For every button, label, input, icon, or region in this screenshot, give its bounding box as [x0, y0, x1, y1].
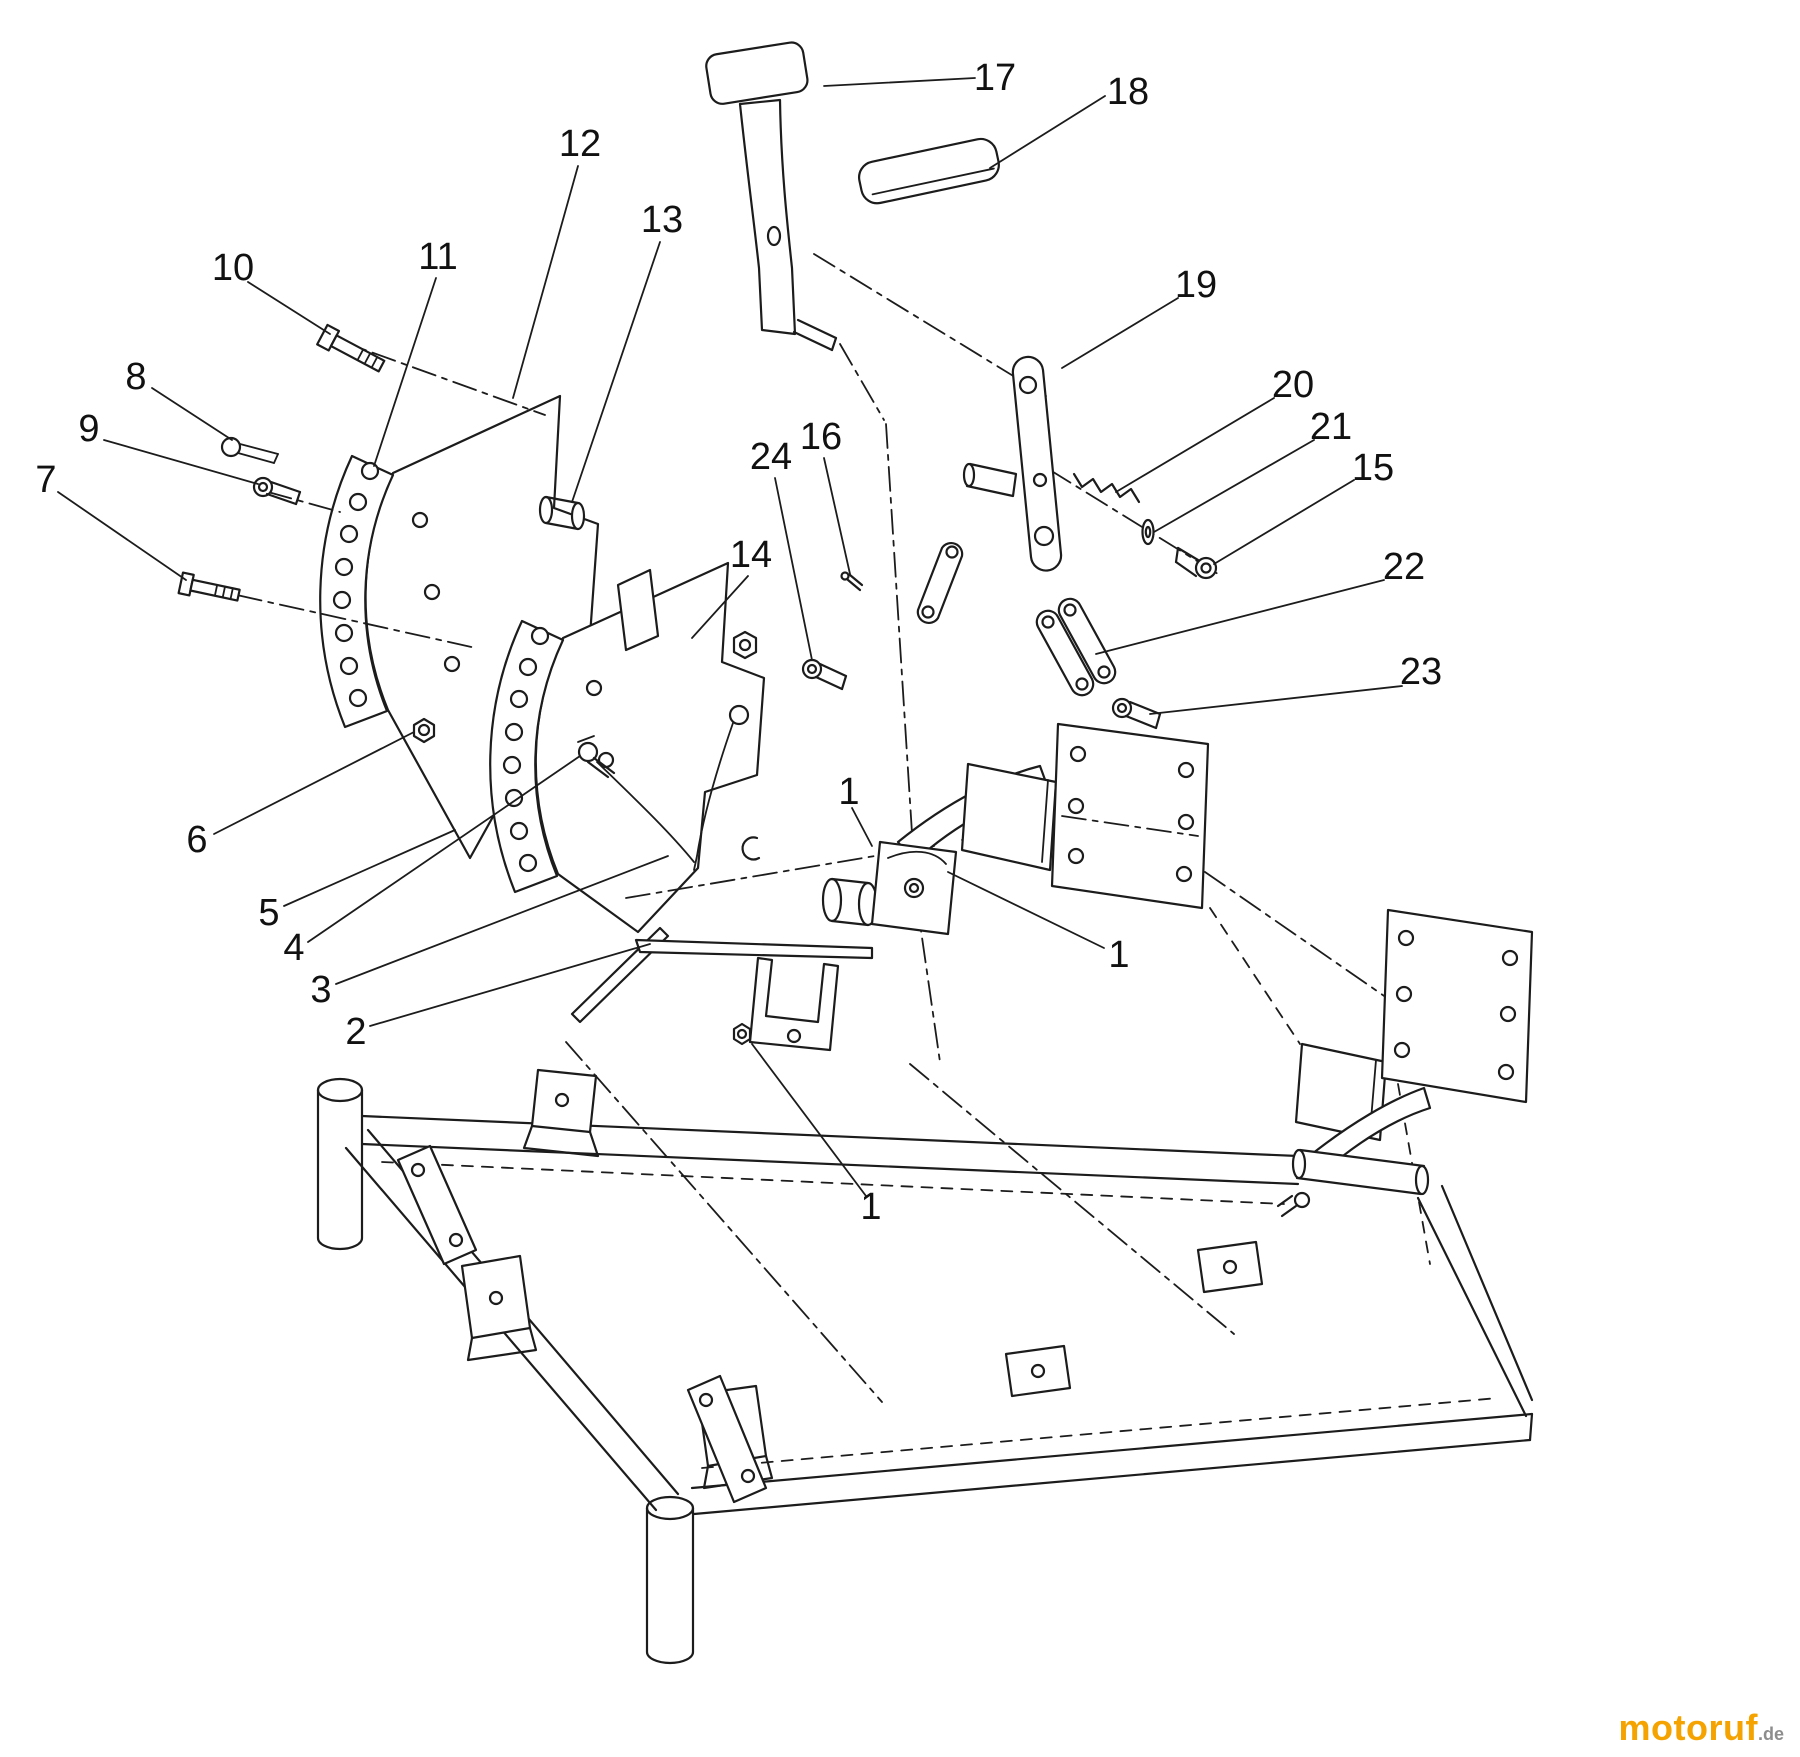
curved-index-band-part13 — [489, 619, 565, 894]
callout-label-7: 7 — [35, 459, 56, 501]
nut-part6 — [412, 717, 436, 744]
clevis-part4 — [577, 735, 616, 779]
callout-labels: 17 18 12 13 10 11 19 8 9 20 21 15 7 24 1… — [35, 57, 1442, 1228]
flange-nut-part1 — [732, 1022, 752, 1046]
callout-label-17: 17 — [974, 57, 1016, 99]
pedal-pad-part18 — [858, 137, 1000, 205]
callout-leader-lines — [57, 77, 1403, 1197]
nut-center — [732, 630, 758, 660]
cable-part3 — [596, 704, 750, 871]
frame-braces — [396, 1144, 768, 1504]
bolt-part23 — [1111, 697, 1162, 730]
callout-label-4: 4 — [283, 927, 304, 969]
frame-hidden-lines — [381, 907, 1499, 1469]
callout-label-3: 3 — [310, 969, 331, 1011]
callout-label-1c: 1 — [860, 1186, 881, 1228]
spring-part20 — [1072, 472, 1141, 504]
washer-part21 — [1141, 518, 1155, 546]
callout-label-12: 12 — [559, 123, 601, 165]
rod-part2 — [570, 926, 874, 1024]
mounting-plate-rear — [1276, 908, 1534, 1218]
watermark-tld: .de — [1757, 1724, 1784, 1744]
pivot-bushing — [821, 877, 879, 927]
callout-label-22: 22 — [1383, 546, 1425, 588]
frame-weldment — [316, 907, 1534, 1665]
callout-label-23: 23 — [1400, 651, 1442, 693]
callout-label-18: 18 — [1107, 71, 1149, 113]
bolt-part9 — [252, 476, 302, 506]
callout-label-2: 2 — [345, 1011, 366, 1053]
watermark-brand: motoruf — [1618, 1707, 1758, 1748]
parking-brake-pedal-part17 — [705, 41, 838, 352]
callout-label-5: 5 — [258, 892, 279, 934]
callout-label-1b: 1 — [1108, 934, 1129, 976]
watermark-logo: motoruf.de — [1619, 1707, 1784, 1749]
callout-label-9: 9 — [78, 408, 99, 450]
frame-post-left — [316, 1077, 364, 1251]
callout-label-21: 21 — [1310, 406, 1352, 448]
bolt-part24 — [801, 658, 848, 691]
cotter-pin-part8 — [220, 436, 279, 464]
callout-label-10: 10 — [212, 247, 254, 289]
callout-label-24: 24 — [750, 436, 792, 478]
bolt-part7 — [177, 571, 241, 602]
callout-label-11: 11 — [418, 236, 457, 278]
pivot-pin-rear — [1276, 1148, 1430, 1218]
link-strap-center — [916, 541, 964, 625]
bolt-part15 — [1174, 546, 1218, 580]
pin-part16 — [840, 571, 864, 592]
callout-label-6: 6 — [186, 819, 207, 861]
curved-index-band-part11 — [319, 454, 395, 729]
callout-label-19: 19 — [1175, 264, 1217, 306]
frame-post-front — [645, 1495, 695, 1665]
brake-lever-part19 — [962, 355, 1063, 572]
callout-label-14: 14 — [730, 534, 772, 576]
mounting-plate-front — [960, 722, 1210, 910]
callout-label-20: 20 — [1272, 364, 1314, 406]
link-straps-part22 — [1035, 597, 1117, 697]
callout-label-8: 8 — [125, 356, 146, 398]
retaining-ring — [741, 836, 761, 861]
callout-label-16: 16 — [800, 416, 842, 458]
callout-label-1a: 1 — [838, 771, 859, 813]
bolt-part10 — [316, 323, 386, 373]
callout-label-15: 15 — [1352, 447, 1394, 489]
callout-label-13: 13 — [641, 199, 683, 241]
